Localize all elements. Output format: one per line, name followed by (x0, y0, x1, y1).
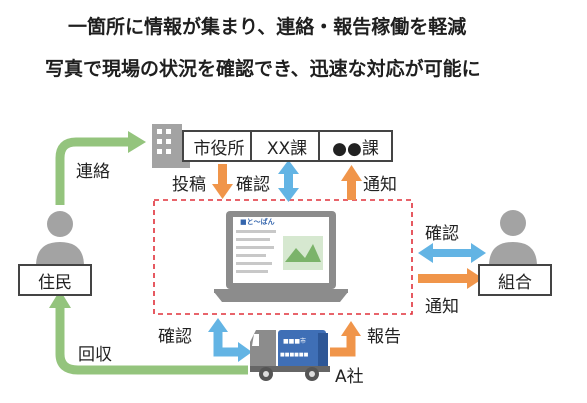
headline-1: 一箇所に情報が集まり、連絡・報告稼働を軽減 (64, 12, 471, 41)
company-check-label: 確認 (158, 327, 192, 347)
post-label: 投稿 (172, 175, 206, 195)
union-box: 組合 (478, 264, 552, 296)
collection-label: 回収 (78, 345, 112, 365)
department-xx-box: XX課 (250, 130, 324, 162)
city-check-arrow (278, 160, 299, 202)
union-notify-arrow (418, 268, 483, 289)
laptop-icon (214, 211, 348, 302)
union-notify-label: 通知 (425, 297, 459, 317)
company-report-arrow (330, 321, 361, 357)
union-check-arrow (418, 243, 486, 263)
union-person-icon (489, 210, 537, 266)
collection-arrowhead (49, 290, 71, 308)
contact-label: 連絡 (76, 162, 110, 182)
resident-person-icon (36, 211, 84, 266)
city-notify-arrow (341, 165, 362, 200)
contact-arrowhead (128, 131, 146, 153)
union-check-label: 確認 (425, 224, 459, 244)
collection-arrow (55, 308, 248, 375)
system-frame (153, 199, 413, 315)
department-oo-box: ●●課 (318, 130, 393, 162)
company-check-arrow (208, 318, 252, 362)
screen-app-title: ■と～ぱん (240, 218, 275, 226)
truck-text-2: ■■■■■■ (280, 352, 309, 358)
resident-box: 住民 (18, 264, 92, 296)
city-notify-label: 通知 (363, 175, 397, 195)
company-label: A社 (335, 367, 364, 387)
garbage-truck-icon (250, 330, 330, 381)
truck-text-1: ■■■市 (283, 338, 307, 345)
company-report-label: 報告 (367, 327, 401, 347)
city-check-label: 確認 (236, 175, 270, 195)
headline-2: 写真で現場の状況を確認でき、迅速な対応が可能に (41, 54, 485, 83)
contact-arrow (55, 137, 128, 205)
post-arrow (212, 164, 233, 199)
city-hall-box: 市役所 (182, 130, 256, 162)
